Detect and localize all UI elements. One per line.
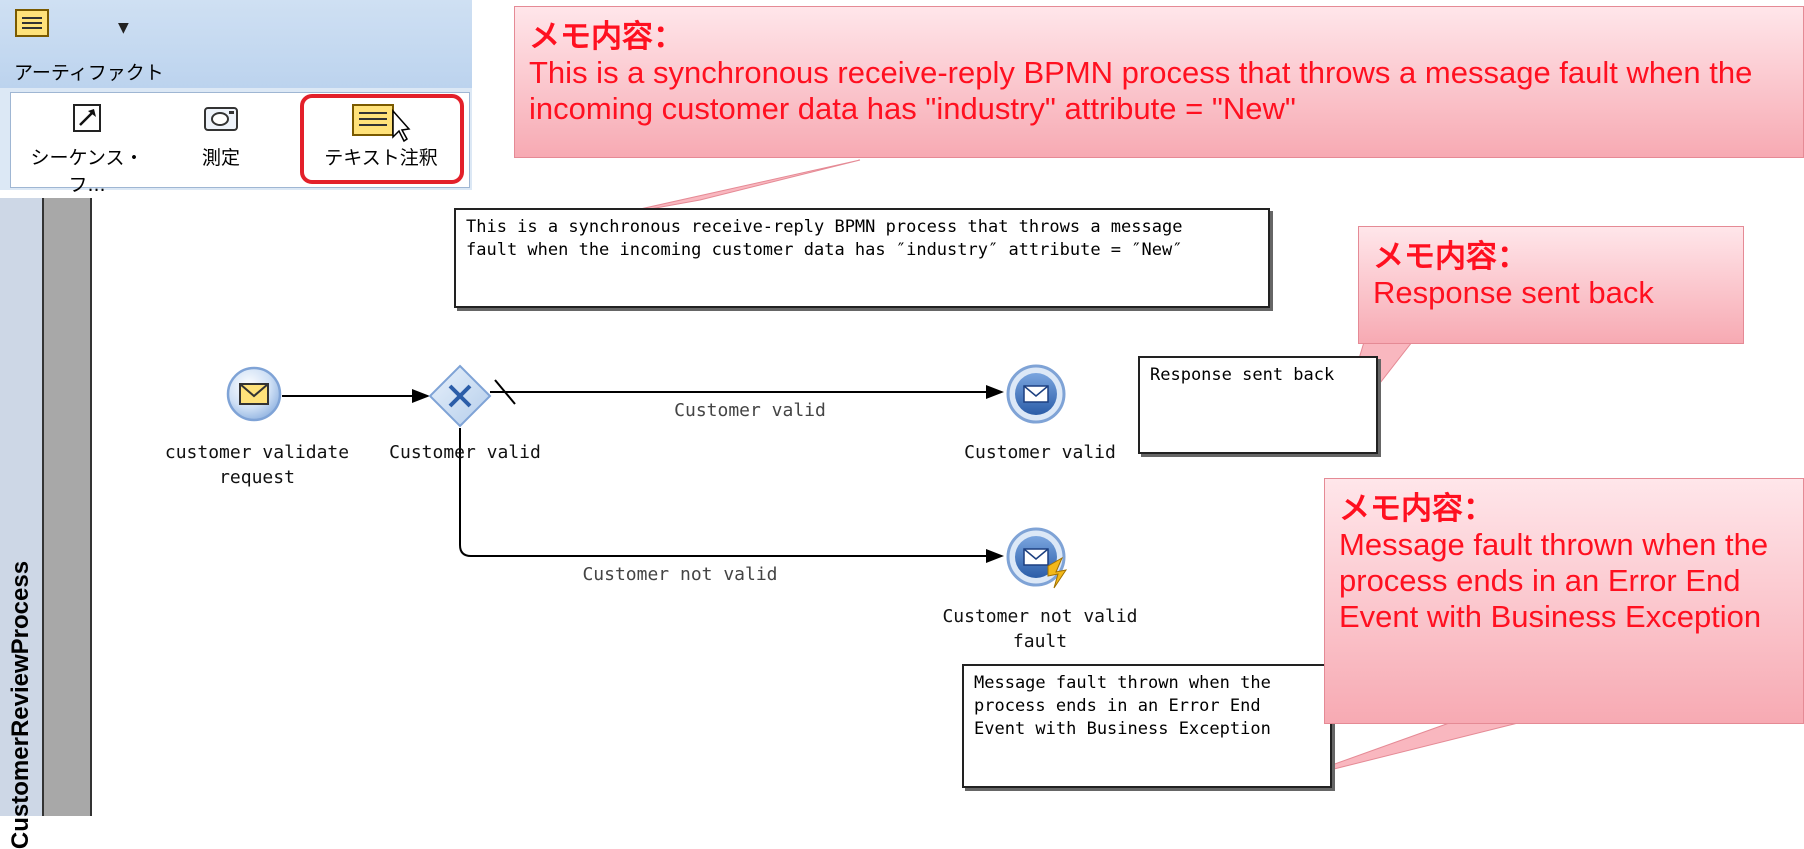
callout-text: Response sent back: [1373, 275, 1654, 310]
text-annotation-tool[interactable]: テキスト注釈: [311, 99, 451, 181]
artifact-palette: ▼ アーティファクト シーケンス・フ...: [0, 0, 472, 196]
dropdown-arrow-icon[interactable]: ▼: [118, 20, 129, 36]
text-annotation-top[interactable]: This is a synchronous receive-reply BPMN…: [454, 208, 1270, 308]
selection-highlight: [300, 94, 464, 184]
error-end-event-fault[interactable]: [1006, 527, 1068, 589]
flow-valid-label: Customer valid: [674, 400, 826, 421]
palette-tools: シーケンス・フ... 測定: [10, 92, 470, 196]
callout-text: This is a synchronous receive-reply BPMN…: [529, 55, 1753, 126]
palette-category-label: アーティファクト: [14, 62, 164, 84]
end-message-event-valid[interactable]: [1006, 364, 1066, 424]
end-valid-label: Customer valid: [964, 442, 1116, 463]
callout-text: Message fault thrown when the process en…: [1339, 527, 1769, 634]
end-fault-label: Customer not valid fault: [942, 606, 1138, 652]
lane-header[interactable]: CustomerReviewProcess: [0, 198, 44, 849]
camera-icon: [203, 103, 239, 137]
memo-callout-top: メモ内容： This is a synchronous receive-repl…: [514, 6, 1804, 158]
exclusive-gateway[interactable]: [428, 364, 492, 428]
lane-divider: [44, 198, 92, 816]
memo-callout-fault: メモ内容： Message fault thrown when the proc…: [1324, 478, 1804, 724]
text-annotation-icon: [351, 103, 411, 149]
flow-customer-not-valid[interactable]: [459, 428, 1004, 563]
start-message-event[interactable]: [226, 366, 282, 422]
gateway-label: Customer valid: [389, 442, 541, 463]
memo-callout-response: メモ内容： Response sent back: [1358, 226, 1744, 344]
measure-tool[interactable]: 測定: [151, 99, 291, 181]
callout-title: メモ内容: [1373, 239, 1497, 274]
callout-title: メモ内容: [1339, 491, 1463, 526]
flow-customer-valid[interactable]: [490, 379, 1004, 405]
note-icon[interactable]: [14, 8, 50, 44]
sequence-flow-tool[interactable]: シーケンス・フ...: [17, 99, 157, 196]
text-annotation-fault[interactable]: Message fault thrown when the process en…: [962, 664, 1332, 788]
callout-title: メモ内容: [529, 19, 653, 54]
text-annotation-response[interactable]: Response sent back: [1138, 356, 1378, 454]
sequence-flow-label: シーケンス・フ...: [30, 147, 144, 196]
start-event-label: customer validate request: [164, 442, 350, 488]
flow-not-valid-label: Customer not valid: [582, 564, 778, 585]
palette-header: ▼ アーティファクト: [0, 0, 472, 88]
sequence-flow-icon: [72, 103, 102, 137]
flow-start-to-gateway[interactable]: [282, 389, 430, 403]
measure-label: 測定: [201, 147, 240, 169]
text-annotation-label: テキスト注釈: [324, 147, 438, 169]
